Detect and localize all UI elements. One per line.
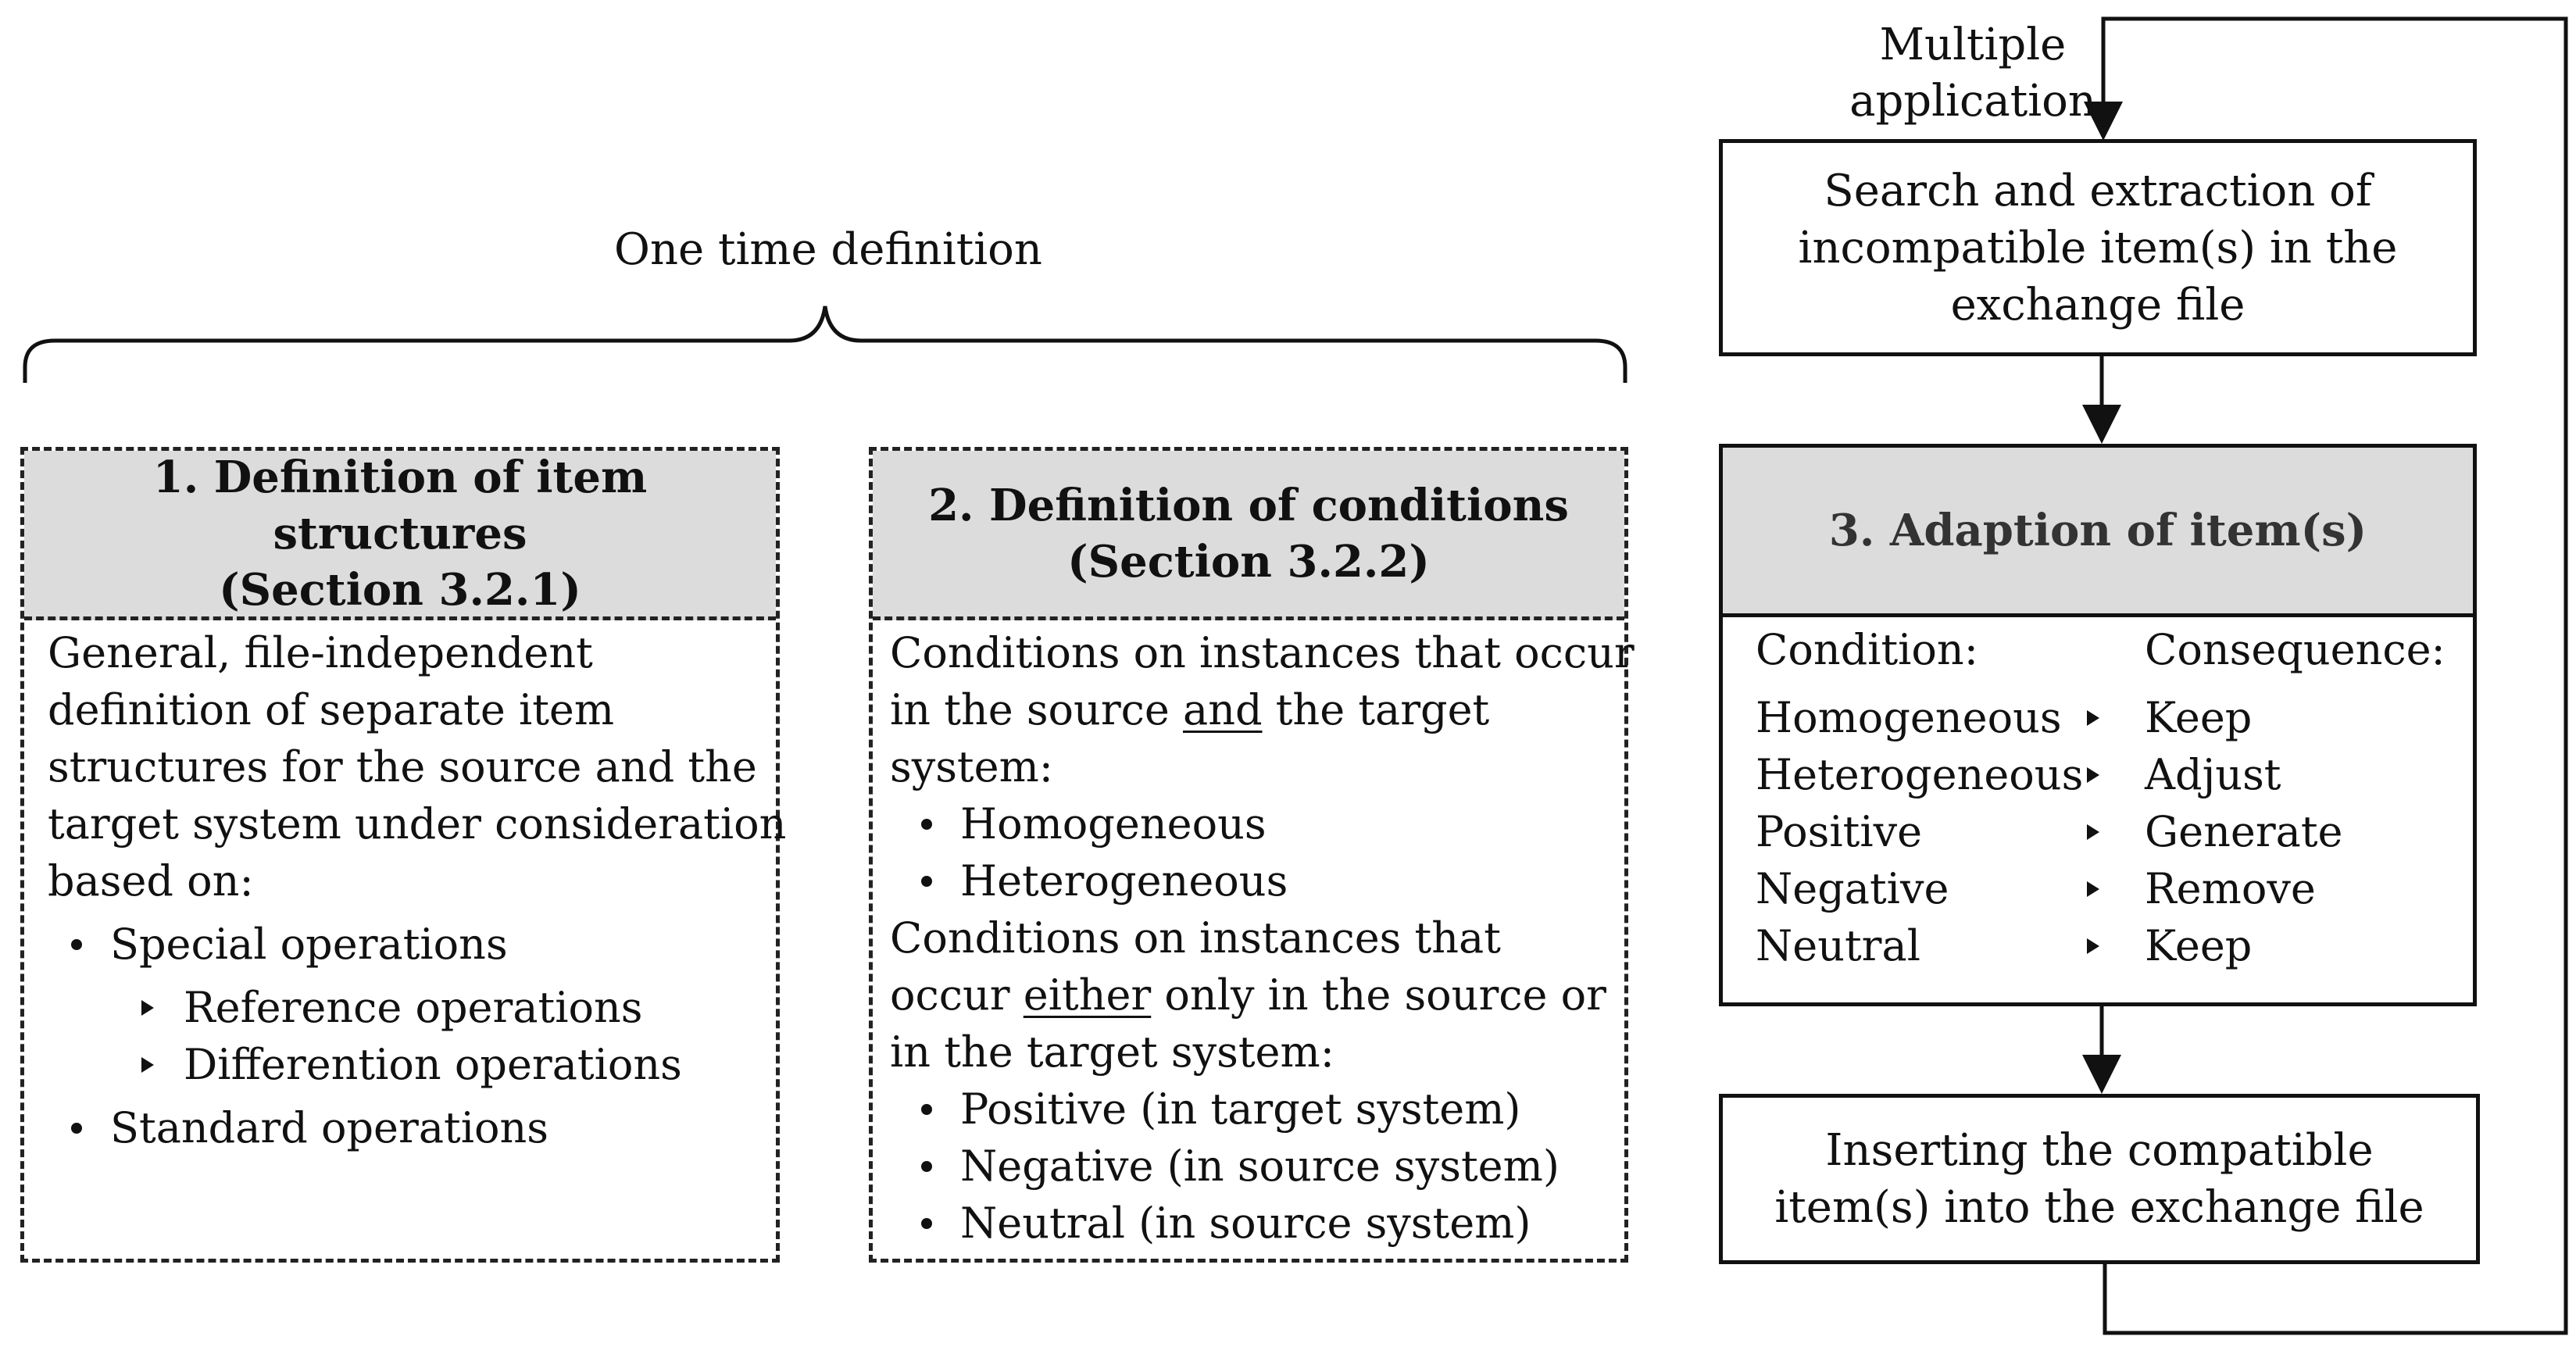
text-line: incompatible item(s) in the [1798, 222, 2398, 273]
text-line: definition of separate item [48, 685, 615, 734]
loop-label-line-1: Multiple [1879, 20, 2067, 70]
condition-item: Positive [1756, 807, 1923, 856]
item-structures-box: 1. Definition of item structures (Sectio… [20, 447, 786, 1263]
insert-box: Inserting the compatible item(s) into th… [1719, 1094, 2480, 1264]
text-line: occur either only in the source or [890, 970, 1606, 1020]
bullet-icon [921, 1104, 932, 1115]
text-line: target system under consideration [48, 799, 787, 848]
item-structures-title: 1. Definition of item structures [152, 452, 648, 559]
conditions-header: 2. Definition of conditions (Section 3.2… [873, 451, 1624, 620]
triangle-bullet-icon [141, 1000, 154, 1016]
list-item: Standard operations [48, 1099, 786, 1156]
conditions-box: 2. Definition of conditions (Section 3.2… [869, 447, 1635, 1263]
arrow-icon [2087, 803, 2099, 860]
item-structures-body: General, file-independent definition of … [48, 624, 786, 1156]
item-structures-section: (Section 3.2.1) [219, 564, 581, 616]
list-item: Heterogeneous [890, 852, 1635, 909]
text-line: exchange file [1950, 279, 2246, 330]
text-line: structures for the source and the [48, 742, 757, 791]
text-line: based on: [48, 856, 254, 906]
bullet-icon [71, 939, 82, 950]
consequence-item: Keep [2145, 693, 2253, 742]
conditions-title: 2. Definition of conditions [928, 480, 1569, 531]
brace-icon [23, 305, 1627, 383]
arrow-icon [2087, 860, 2099, 917]
adaption-title: 3. Adaption of item(s) [1723, 448, 2473, 617]
text-line: General, file-independent [48, 628, 593, 677]
condition-item: Homogeneous [1756, 693, 2062, 742]
list-item: Differention operations [48, 1036, 786, 1093]
text-line: Conditions on instances that [890, 913, 1501, 963]
adaption-box: 3. Adaption of item(s) Condition: Homoge… [1719, 444, 2477, 1006]
list-item: Negative (in source system) [890, 1138, 1635, 1195]
brace-label: One time definition [614, 224, 1042, 275]
condition-header: Condition: [1756, 625, 1978, 674]
list-item: Special operations [48, 916, 786, 973]
bullet-icon [71, 1123, 82, 1134]
condition-item: Negative [1756, 864, 1949, 913]
bullet-icon [921, 1218, 932, 1229]
list-item: Neutral (in source system) [890, 1195, 1635, 1252]
loop-label: Multiple application [1797, 17, 2149, 130]
loop-line [2084, 16, 2568, 1335]
consequence-item: Adjust [2145, 750, 2281, 799]
list-item: Reference operations [48, 979, 786, 1036]
text-line: Search and extraction of [1824, 165, 2372, 216]
text-line: Inserting the compatible [1825, 1125, 2374, 1176]
arrow-icon [2087, 746, 2099, 803]
bullet-icon [921, 819, 932, 830]
arrow-icon [2087, 689, 2099, 746]
conditions-body: Conditions on instances that occur in th… [890, 624, 1635, 1252]
bullet-icon [921, 1161, 932, 1172]
consequence-item: Generate [2145, 807, 2343, 856]
consequence-header: Consequence: [2145, 625, 2446, 674]
text-line: item(s) into the exchange file [1774, 1182, 2424, 1233]
condition-item: Heterogeneous [1756, 750, 2084, 799]
arrow-column [2087, 689, 2099, 974]
triangle-bullet-icon [141, 1057, 154, 1073]
list-item: Positive (in target system) [890, 1081, 1635, 1138]
search-extraction-box: Search and extraction of incompatible it… [1719, 139, 2477, 356]
list-item: Homogeneous [890, 795, 1635, 852]
consequence-item: Keep [2145, 921, 2253, 970]
text-line: in the target system: [890, 1027, 1334, 1077]
text-line: system: [890, 742, 1053, 791]
arrow-icon [2087, 917, 2099, 974]
consequence-column: Consequence: Keep Adjust Generate Remove… [2145, 621, 2446, 974]
bullet-icon [921, 876, 932, 887]
item-structures-header: 1. Definition of item structures (Sectio… [24, 451, 776, 620]
consequence-item: Remove [2145, 864, 2316, 913]
condition-item: Neutral [1756, 921, 1920, 970]
loop-label-line-2: application [1849, 76, 2096, 127]
text-line: in the source and the target [890, 685, 1490, 734]
conditions-section: (Section 3.2.2) [1067, 536, 1430, 588]
text-line: Conditions on instances that occur [890, 628, 1635, 677]
condition-column: Condition: Homogeneous Heterogeneous Pos… [1756, 621, 2083, 974]
